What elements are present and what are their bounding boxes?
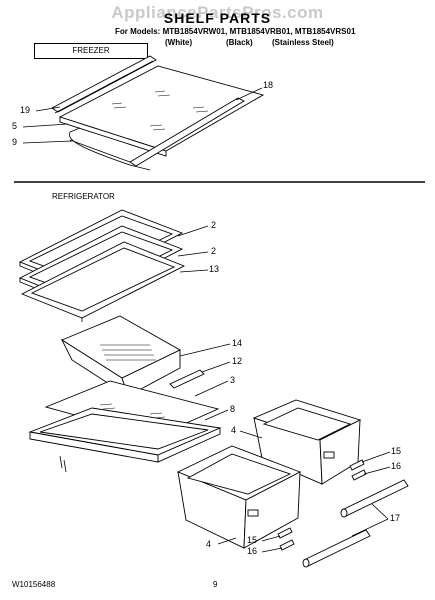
leader-14: [179, 343, 231, 357]
callout-15-left: 15: [247, 535, 258, 545]
freezer-shelf-frame: [68, 127, 151, 171]
leader-3: [194, 380, 229, 397]
variant-stainless: (Stainless Steel): [272, 38, 334, 47]
crisper-drawer-left: [176, 445, 302, 549]
refrigerator-section-label: REFRIGERATOR: [52, 192, 115, 201]
freezer-shelf-rear-trim: [129, 97, 245, 167]
models-prefix: For Models:: [115, 27, 161, 36]
leader-2b: [177, 251, 209, 257]
variant-black: (Black): [226, 38, 253, 47]
callout-5: 5: [12, 121, 18, 131]
leader-17-lower: [351, 518, 389, 537]
drawer-clip-left-15: [277, 527, 293, 539]
drawer-rail-lower: [302, 529, 371, 568]
leader-8: [204, 409, 229, 421]
drawer-clip-right-15: [349, 459, 365, 471]
leader-15a: [361, 451, 391, 463]
callout-8: 8: [230, 404, 236, 414]
leader-16b: [261, 547, 283, 553]
leader-12: [201, 361, 231, 373]
leader-5: [22, 123, 69, 128]
document-number: W10156488: [12, 580, 56, 589]
leader-4b: [217, 537, 237, 545]
callout-17: 17: [390, 513, 401, 523]
callout-15-right: 15: [391, 446, 402, 456]
callout-16-right: 16: [391, 461, 402, 471]
leader-13: [179, 269, 209, 273]
callout-16-left: 16: [247, 546, 258, 556]
drawer-clip-left-16: [279, 539, 295, 551]
callout-12: 12: [232, 356, 243, 366]
callout-4-right: 4: [231, 425, 237, 435]
callout-14: 14: [232, 338, 243, 348]
refrigerator-shelf-frame: [20, 241, 186, 322]
crisper-cover-front: [169, 369, 205, 389]
drawer-clip-right-16: [351, 469, 367, 481]
leader-15b: [261, 535, 281, 542]
page-number: 9: [213, 580, 218, 589]
models-numbers: MTB1854VRW01, MTB1854VRB01, MTB1854VRS01: [162, 27, 356, 36]
callout-4-left: 4: [206, 539, 212, 549]
leader-2a: [177, 225, 209, 237]
callout-19: 19: [20, 105, 31, 115]
callout-18: 18: [263, 80, 274, 90]
page-title: SHELF PARTS: [163, 10, 272, 26]
leader-19: [35, 106, 61, 112]
freezer-shelf-glass: [58, 65, 265, 157]
freezer-shelf-front-trim: [51, 55, 157, 114]
variant-white: (White): [165, 38, 193, 47]
leader-16a: [363, 466, 391, 475]
leader-4a: [239, 430, 263, 439]
leader-17-upper: [371, 503, 389, 520]
callout-3: 3: [230, 375, 236, 385]
crisper-cover-frame: [28, 407, 222, 473]
freezer-section-label: FREEZER: [34, 43, 148, 59]
watermark: AppliancePartsPros.com: [111, 3, 324, 22]
crisper-drawer-right: [252, 399, 362, 485]
callout-2-upper: 2: [211, 220, 217, 230]
callout-13: 13: [209, 264, 220, 274]
callout-2-lower: 2: [211, 246, 217, 256]
model-list: For Models: MTB1854VRW01, MTB1854VRB01, …: [115, 27, 355, 36]
leader-18: [235, 87, 263, 101]
drawer-rail-upper: [340, 479, 409, 518]
leader-9: [22, 140, 73, 144]
callout-9: 9: [12, 137, 18, 147]
